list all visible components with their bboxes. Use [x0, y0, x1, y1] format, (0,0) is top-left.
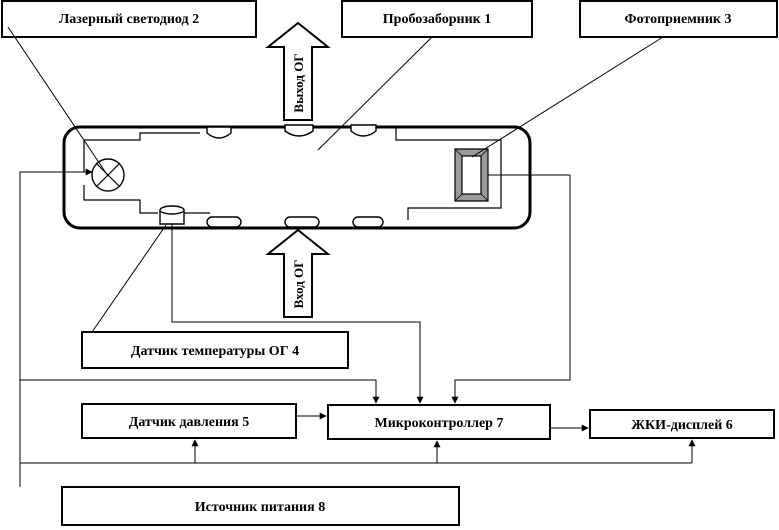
sampler-label: Пробозаборник 1 — [383, 12, 491, 27]
photodetector-leader-line — [472, 37, 663, 157]
bottom-cell-2 — [285, 217, 319, 227]
laser-diode-label-box: Лазерный светодиод 2 — [2, 1, 256, 37]
top-cell-3 — [351, 125, 376, 136]
gas-in-label: Вход ОГ — [291, 260, 306, 309]
lcd-display-box: ЖКИ-дисплей 6 — [590, 410, 774, 438]
pressure-sensor-box: Датчик давления 5 — [82, 404, 296, 438]
top-cell-1 — [207, 127, 231, 138]
temp-sensor-top — [160, 206, 184, 214]
pressure-sensor-label: Датчик давления 5 — [129, 415, 249, 430]
lcd-display-label: ЖКИ-дисплей 6 — [631, 418, 733, 433]
microcontroller-box: Микроконтроллер 7 — [328, 405, 550, 439]
gas-in-arrow: Вход ОГ — [268, 230, 328, 317]
laser-leader-line — [8, 27, 108, 176]
photodetector-label-box: Фотоприемник 3 — [580, 1, 777, 37]
photodetector-icon — [455, 149, 488, 201]
power-supply-label: Источник питания 8 — [195, 500, 325, 515]
temp-sensor-label: Датчик температуры ОГ 4 — [131, 344, 299, 359]
laser-diode-icon — [92, 159, 124, 191]
bottom-cell-1 — [207, 217, 241, 227]
microcontroller-label: Микроконтроллер 7 — [375, 416, 504, 431]
gas-out-arrow: Выход ОГ — [268, 23, 328, 120]
gas-out-label: Выход ОГ — [291, 53, 306, 112]
sampler-label-box: Пробозаборник 1 — [342, 1, 532, 37]
photodetector-label: Фотоприемник 3 — [625, 12, 732, 27]
power-supply-box: Источник питания 8 — [62, 487, 459, 525]
temp-leader-line — [92, 225, 166, 332]
bottom-cell-3 — [353, 217, 383, 227]
laser-diode-label: Лазерный светодиод 2 — [59, 12, 199, 27]
temp-sensor-box: Датчик температуры ОГ 4 — [82, 332, 348, 368]
